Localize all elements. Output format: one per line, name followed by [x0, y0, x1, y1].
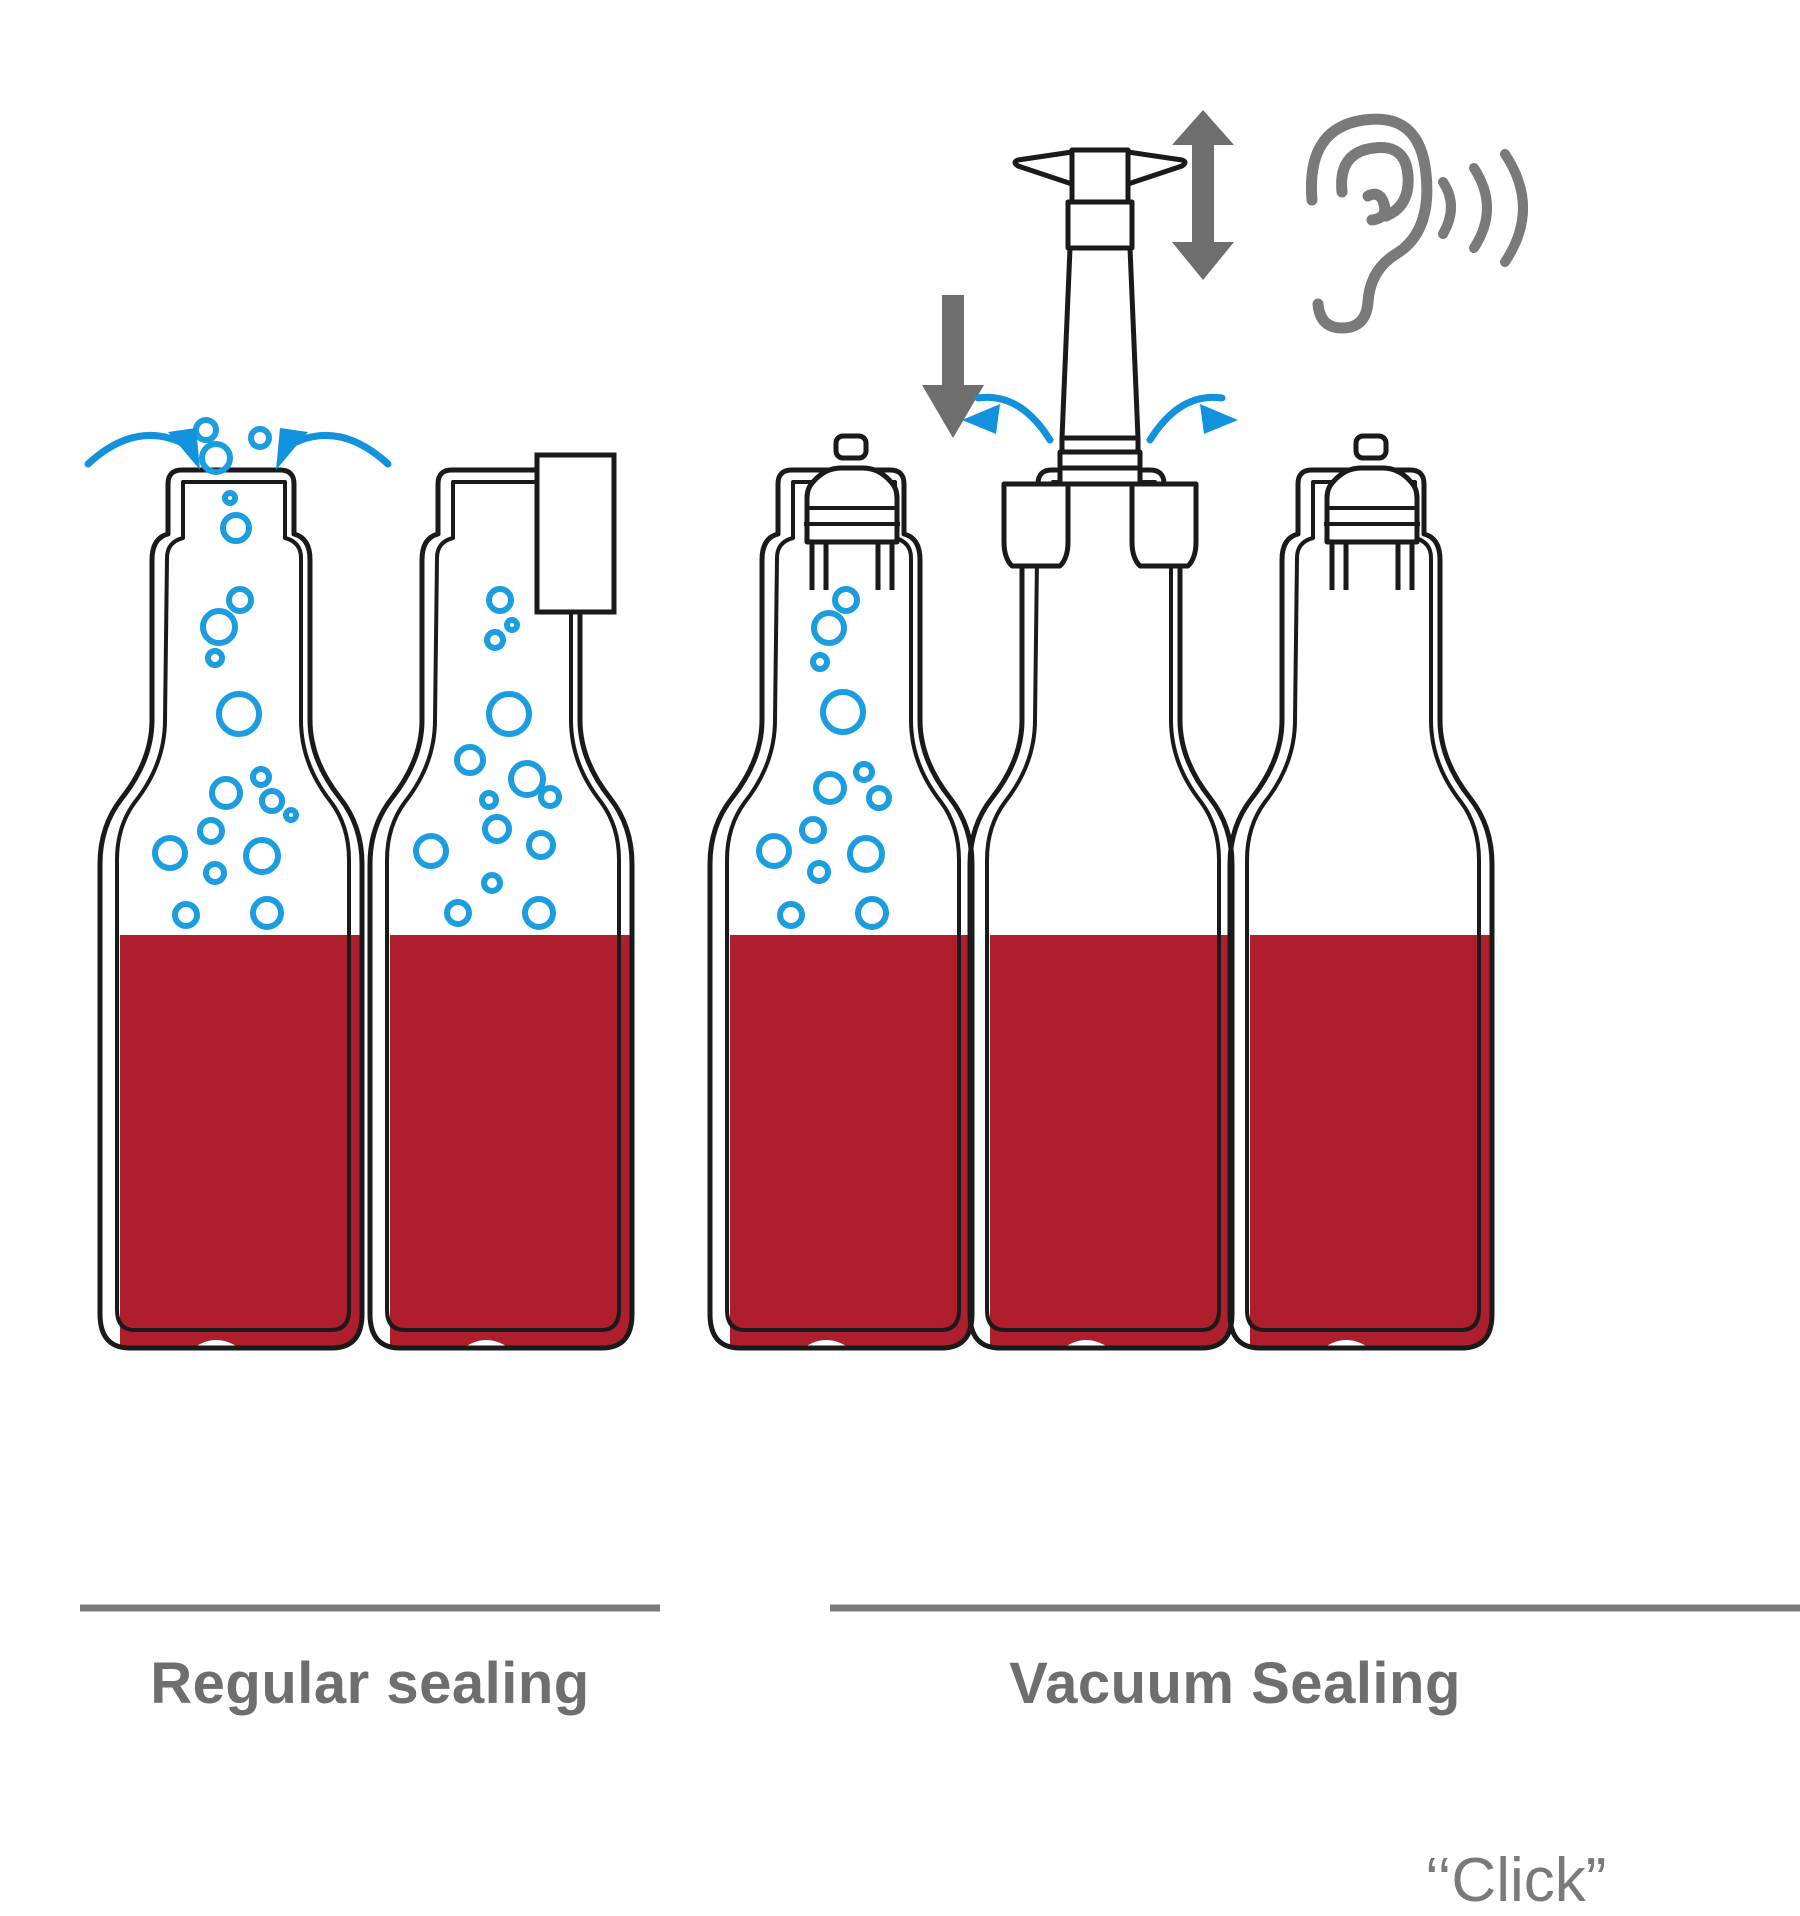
- wine-fill: [730, 935, 970, 1348]
- curved-arrow-inward-icon: [84, 428, 392, 470]
- wine-fill: [990, 935, 1230, 1348]
- wine-fill: [120, 935, 360, 1348]
- diagram-canvas: Regular sealing Vacuum Sealing ‘‘Click”: [80, 110, 1800, 1915]
- bottle-outline: [367, 467, 635, 1351]
- up-down-arrow-icon: [1172, 110, 1234, 280]
- vacuum-stopper-icon: [804, 433, 900, 590]
- vacuum-pump-icon: [1012, 147, 1188, 487]
- escaping-bubble-group: [193, 417, 272, 506]
- wine-fill: [1250, 935, 1490, 1348]
- bottle-outline: [707, 467, 975, 1351]
- bottle-outline: [1227, 467, 1495, 1351]
- bottle-pumping: [962, 110, 1528, 1351]
- cork-icon: [534, 452, 617, 615]
- bottle-inner-outline: [1245, 480, 1481, 1332]
- wine-fill: [390, 935, 630, 1348]
- bottle-open: [84, 417, 392, 1351]
- bubble-group: [756, 586, 892, 930]
- illustration-svg: [80, 110, 1800, 1612]
- bottle-corked: [367, 452, 635, 1351]
- vacuum-stopper-icon: [1001, 481, 1199, 569]
- down-arrow-icon: [922, 295, 984, 438]
- bottle-stopper-press: [707, 295, 984, 1351]
- sound-wave-icon: [1438, 149, 1528, 267]
- panel-label-vacuum-sealing: Vacuum Sealing: [1009, 1651, 1461, 1716]
- bottle-outline: [967, 467, 1235, 1351]
- bottle-inner-outline: [115, 480, 351, 1332]
- click-sound-label: ‘‘Click”: [1425, 1846, 1607, 1915]
- bottle-inner-outline: [725, 480, 961, 1332]
- bottle-sealed: [1227, 433, 1495, 1351]
- bubble-group: [413, 586, 562, 930]
- ear-icon: [1305, 113, 1433, 334]
- vacuum-stopper-icon: [1324, 433, 1420, 590]
- bottle-outline: [97, 467, 365, 1351]
- panel-label-regular-sealing: Regular sealing: [150, 1651, 590, 1716]
- curved-arrow-outward-icon: [962, 393, 1238, 444]
- bubble-group: [152, 512, 299, 930]
